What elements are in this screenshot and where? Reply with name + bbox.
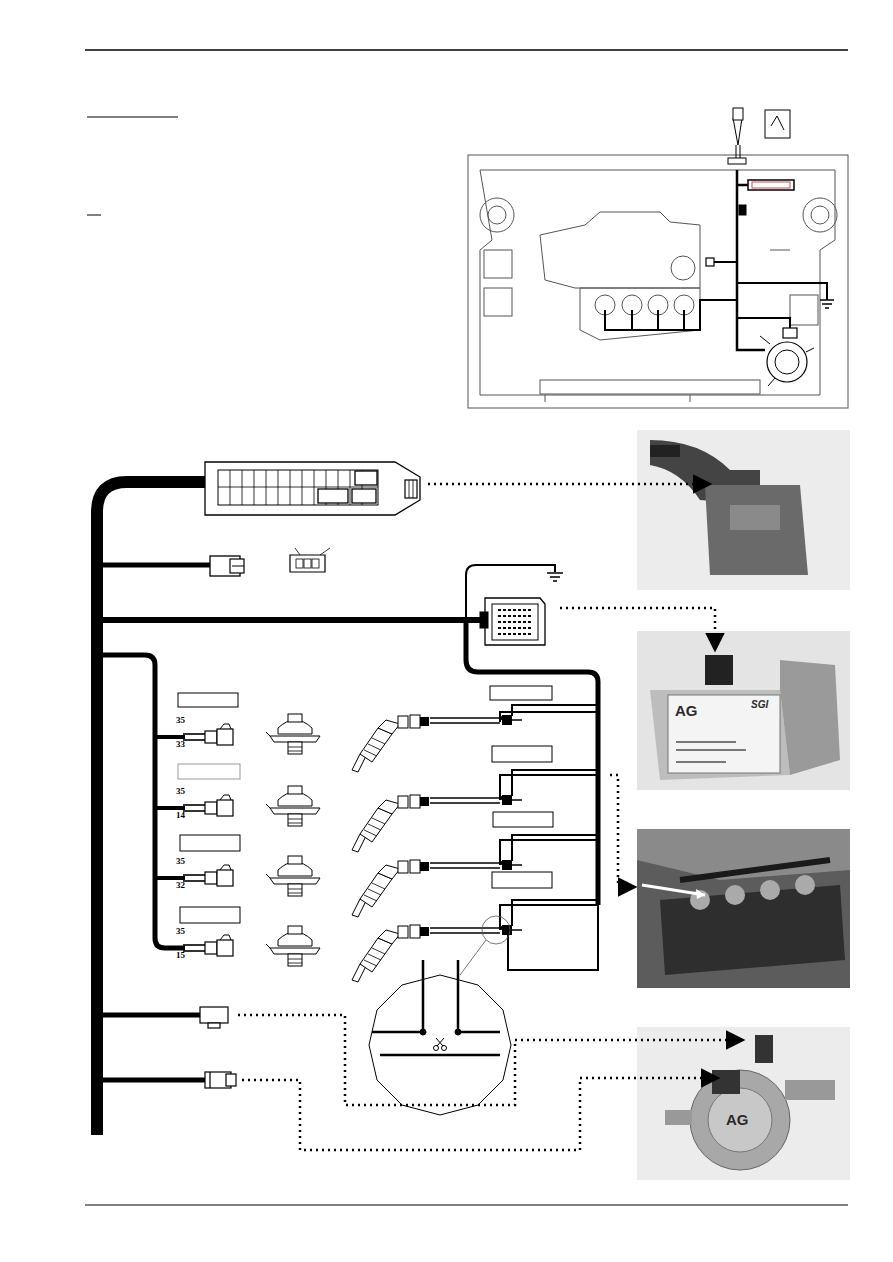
pin-number: 14 [176,811,185,820]
engine-bay-sketch [468,155,848,408]
product-name: SGI [750,700,769,710]
ecu-connector [466,565,598,970]
main-harness [97,482,488,1135]
cut-detail [369,960,511,1115]
brand-logo: AG [674,703,699,718]
pin-number: 35 [176,927,185,936]
main-connector [205,462,420,515]
pin-number: 35 [176,857,185,866]
photo-ecu-connector [637,430,850,590]
tag-box [178,686,553,923]
photo-ecu [637,631,850,790]
pin-number: 35 [176,716,185,725]
pin-number: 15 [176,951,185,960]
diagnostic-connector [210,548,330,576]
dotted-leader [238,484,743,1150]
engine-bay-harness [605,108,834,386]
injector-branch [460,705,598,975]
photo-engine [637,829,850,988]
pin-number: 33 [176,740,185,749]
brand-logo: AG [725,1112,750,1127]
reducer-connector [200,1007,236,1088]
pin-number: 35 [176,787,185,796]
photo-reducer [637,1027,850,1180]
injector-row [183,714,522,982]
pin-number: 32 [176,881,185,890]
